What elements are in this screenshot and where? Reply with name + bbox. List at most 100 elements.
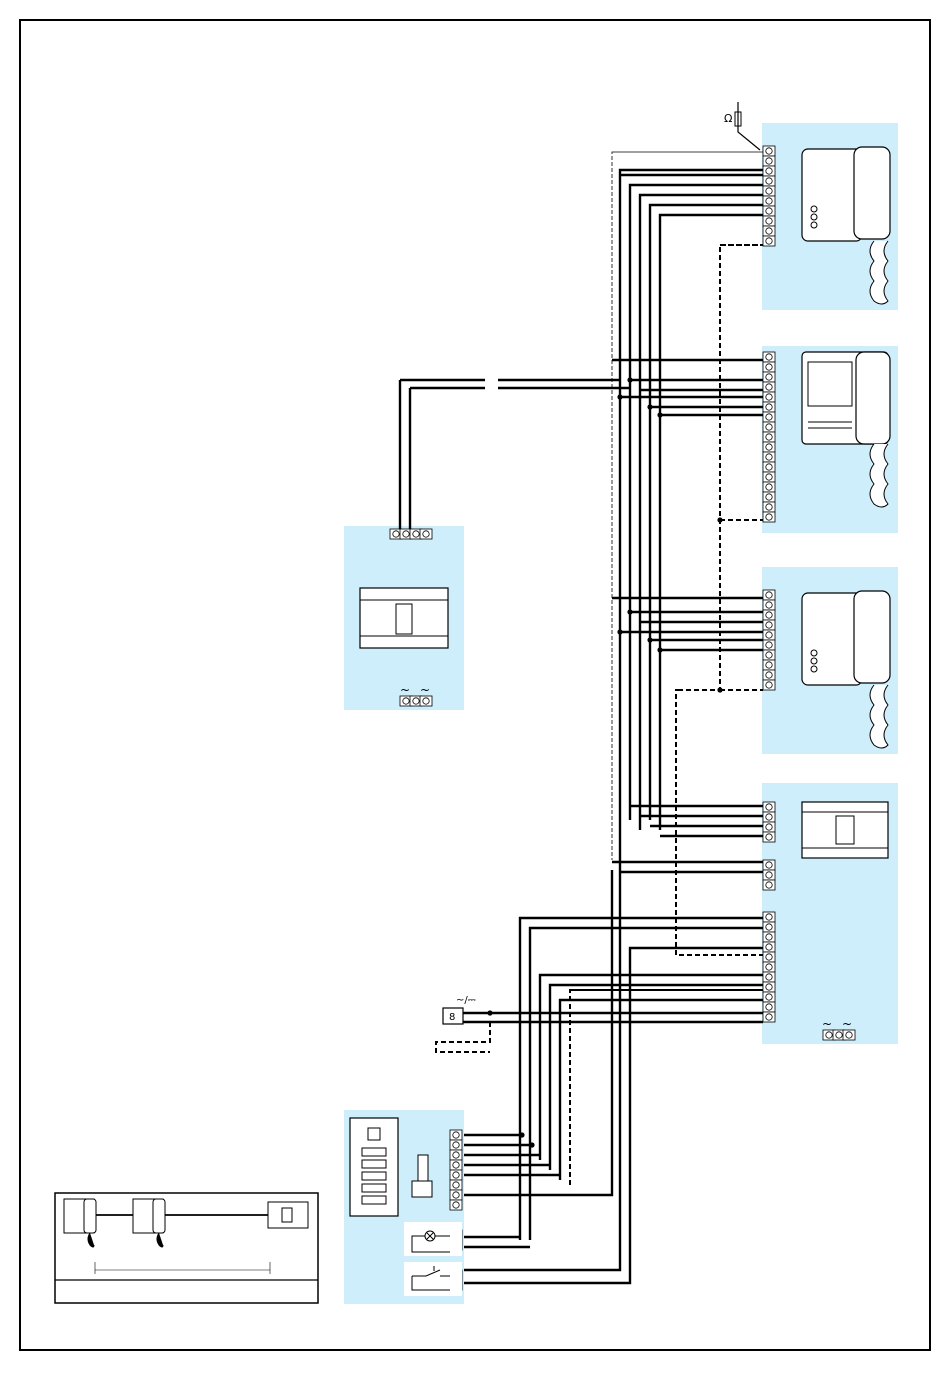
wire — [560, 1000, 763, 1180]
wire — [570, 990, 763, 1185]
legend-power-supply-icon — [268, 1202, 308, 1228]
power-supply-icon — [360, 588, 448, 648]
legend-box — [55, 1193, 318, 1303]
terminal-screw — [846, 1032, 852, 1038]
ac-symbol: ~ — [822, 1017, 832, 1031]
terminal-screw — [413, 698, 419, 704]
junction-dot — [529, 1142, 534, 1147]
junction-dot — [627, 609, 632, 614]
terminal-screw — [766, 642, 772, 648]
terminal-screw — [766, 228, 772, 234]
ac-symbol: ~ — [420, 683, 430, 697]
terminal-screw — [423, 698, 429, 704]
terminal-screw — [766, 494, 772, 500]
wire — [436, 1022, 490, 1052]
lock-icon: 8 ~/⎓ — [443, 995, 476, 1024]
terminal-screw — [413, 531, 419, 537]
junction-dot — [519, 1132, 524, 1137]
junction-dot — [717, 517, 722, 522]
terminal-screw — [403, 531, 409, 537]
terminal-screw — [766, 464, 772, 470]
terminal-screw — [766, 404, 772, 410]
junction-dot — [617, 394, 622, 399]
terminal-screw — [766, 622, 772, 628]
terminal-screw — [766, 834, 772, 840]
terminal-screw — [766, 1014, 772, 1020]
terminal-screw — [766, 178, 772, 184]
wire — [620, 170, 763, 880]
wire — [676, 690, 763, 955]
terminal-screw — [453, 1162, 459, 1168]
terminal-screw — [766, 882, 772, 888]
terminal-screw — [766, 148, 772, 154]
lock-symbol: 8 — [449, 1012, 455, 1023]
terminal-screw — [766, 934, 772, 940]
terminal-screw — [766, 632, 772, 638]
terminal-screw — [766, 454, 772, 460]
junction-dot — [647, 637, 652, 642]
terminal-screw — [766, 924, 772, 930]
terminal-screw — [766, 484, 772, 490]
terminal-screw — [766, 208, 772, 214]
terminal-screw — [836, 1032, 842, 1038]
dashed-wires — [436, 245, 763, 1185]
terminal-screw — [423, 531, 429, 537]
terminal-screw — [766, 238, 772, 244]
terminal-screw — [766, 804, 772, 810]
terminal-screw — [453, 1202, 459, 1208]
terminal-screw — [453, 1192, 459, 1198]
terminal-screw — [766, 384, 772, 390]
power-supply-icon — [802, 802, 888, 858]
terminal-screw — [766, 354, 772, 360]
terminal-screw — [766, 414, 772, 420]
terminal-screw — [766, 682, 772, 688]
resistor: Ω — [724, 102, 760, 150]
ac-symbol: ~ — [400, 683, 410, 697]
wire — [680, 245, 763, 690]
junction-dot — [657, 412, 662, 417]
terminal-screw — [766, 168, 772, 174]
terminal-screw — [453, 1132, 459, 1138]
terminal-screw — [766, 424, 772, 430]
terminal-screw — [766, 504, 772, 510]
terminal-screw — [766, 434, 772, 440]
terminal-screw — [766, 652, 772, 658]
terminal-screw — [766, 592, 772, 598]
terminal-screw — [766, 872, 772, 878]
terminal-screw — [766, 158, 772, 164]
terminal-screw — [766, 474, 772, 480]
terminal-screw — [766, 944, 772, 950]
ac-symbol: ~ — [842, 1017, 852, 1031]
wire — [520, 918, 763, 1240]
wire — [540, 975, 763, 1160]
terminal-screw — [766, 444, 772, 450]
terminal-screw — [766, 612, 772, 618]
terminal-screw — [453, 1152, 459, 1158]
wire — [640, 195, 763, 830]
terminal-screw — [393, 531, 399, 537]
terminal-screw — [766, 672, 772, 678]
terminal-screw — [766, 954, 772, 960]
terminal-screw — [766, 964, 772, 970]
junction-dot — [627, 377, 632, 382]
terminal-screw — [453, 1172, 459, 1178]
wire — [464, 948, 763, 1283]
terminal-screw — [766, 364, 772, 370]
terminal-screw — [766, 662, 772, 668]
wire — [464, 880, 620, 1270]
junction-dot — [647, 404, 652, 409]
wire — [612, 152, 763, 860]
terminal-screw — [766, 218, 772, 224]
terminal-screw — [766, 198, 772, 204]
junction-dot — [717, 687, 722, 692]
terminal-screw — [766, 514, 772, 520]
terminal-screw — [453, 1142, 459, 1148]
screen-wires — [612, 152, 763, 860]
terminal-screw — [766, 914, 772, 920]
terminal-screw — [766, 602, 772, 608]
terminal-screw — [766, 984, 772, 990]
terminal-screw — [766, 374, 772, 380]
terminal-screw — [826, 1032, 832, 1038]
